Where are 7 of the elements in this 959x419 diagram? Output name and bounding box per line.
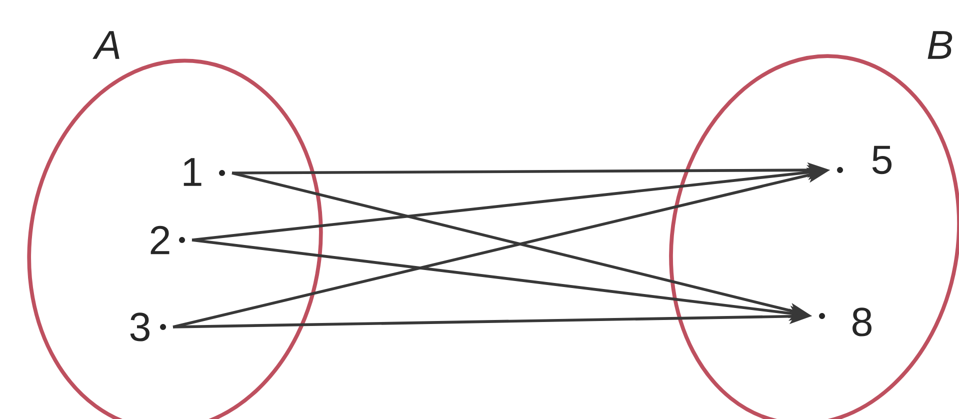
element-label: 8 bbox=[852, 308, 872, 336]
element-label: 1 bbox=[184, 158, 202, 186]
set-heading: A bbox=[92, 31, 120, 59]
element-label: 5 bbox=[872, 146, 892, 174]
element-label: 3 bbox=[130, 312, 150, 342]
set-heading: B bbox=[928, 31, 952, 59]
element-label: 2 bbox=[150, 226, 170, 254]
